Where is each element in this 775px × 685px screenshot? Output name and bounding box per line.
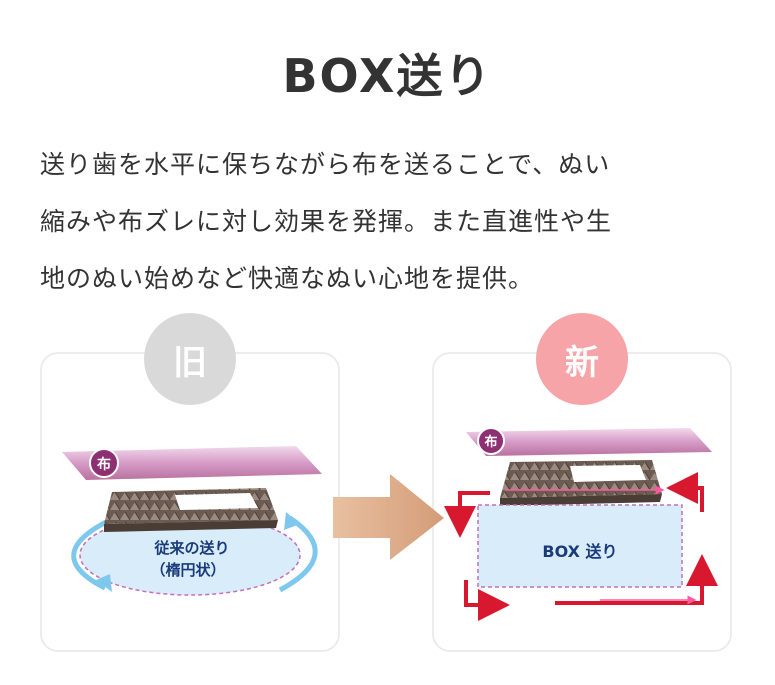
fabric-label-badge (89, 448, 119, 478)
fabric-label: 布 (484, 434, 497, 450)
description-line: 縮みや布ズレに対し効果を発揮。また直進性や生 (40, 207, 613, 236)
elliptical-arrow-left (71, 517, 112, 591)
box-arrow-bottom-right (555, 554, 718, 605)
old-motion-label-line1: 従来の送り (153, 539, 229, 557)
old-motion-label-line2: （楕円状） (150, 561, 225, 579)
description-line: 送り歯を水平に保ちながら布を送ることで、ぬい (40, 150, 611, 179)
feed-dog-old (104, 488, 278, 532)
elliptical-arrow-right (278, 515, 318, 593)
elliptical-arrow-right-head (284, 512, 300, 530)
fabric-label: 布 (97, 456, 111, 473)
right-arrow-icon (333, 474, 444, 560)
fabric-sheet (466, 428, 712, 456)
description-line: 地のぬい始めなど快適なぬい心地を提供。 (40, 264, 535, 293)
old-badge: 旧 (144, 313, 236, 405)
description: 送り歯を水平に保ちながら布を送ることで、ぬい 縮みや布ズレに対し効果を発揮。また… (40, 136, 750, 307)
page-title: BOX送り (282, 49, 493, 103)
box-arrow-top-left (444, 491, 490, 538)
feed-dog-new (500, 460, 662, 506)
box-arrow-top-right (666, 472, 704, 512)
box-arrow-bottom-left (464, 580, 510, 621)
fabric-label-badge (477, 427, 505, 455)
fabric-sheet (62, 446, 322, 480)
elliptical-arrow-left-head (96, 574, 112, 592)
box-motion-area (477, 504, 683, 588)
new-motion-label: BOX 送り (542, 542, 617, 561)
new-badge: 新 (536, 313, 628, 405)
